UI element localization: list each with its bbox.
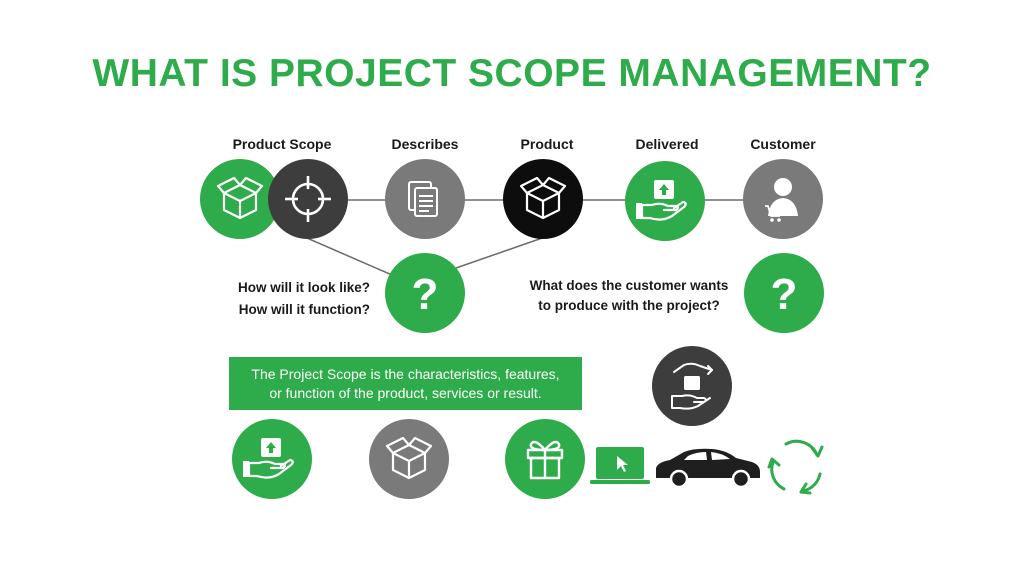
banner-line2: or function of the product, services or … <box>269 384 542 401</box>
question-look: How will it look like? How will it funct… <box>236 277 370 321</box>
laptop-icon <box>590 447 650 484</box>
customer-circle <box>743 159 823 239</box>
bottom-hand-circle <box>232 419 312 499</box>
label-describes: Describes <box>391 136 459 152</box>
question-icon: ? <box>412 270 439 319</box>
label-customer: Customer <box>750 136 816 152</box>
diagonal-line-left <box>299 234 393 276</box>
target-circle <box>268 159 348 239</box>
exchange-package-icon <box>671 362 713 410</box>
question-circle-customer: ? <box>744 253 824 333</box>
definition-banner: The Project Scope is the characteristics… <box>229 357 582 410</box>
delivered-circle <box>625 161 705 241</box>
customer-cart-icon <box>765 178 798 222</box>
product-scope-box-circle <box>200 159 280 239</box>
banner-line1: The Project Scope is the characteristics… <box>251 365 560 382</box>
box-icon <box>216 176 264 220</box>
hand-package-icon <box>636 180 687 221</box>
box-icon <box>519 176 567 220</box>
question-look-line1: How will it look like? <box>237 280 370 295</box>
hand-package-icon <box>243 438 294 479</box>
box-icon <box>385 436 433 480</box>
question-circle-look: ? <box>385 253 465 333</box>
question-customer-line2: to produce with the project? <box>538 298 720 313</box>
label-product: Product <box>520 136 574 152</box>
question-customer-line1: What does the customer wants <box>529 278 729 293</box>
question-look-line2: How will it function? <box>238 302 370 317</box>
question-customer: What does the customer wants to produce … <box>518 276 740 316</box>
describes-circle <box>385 159 465 239</box>
cycle-arrows-icon <box>767 439 824 495</box>
product-circle <box>503 159 583 239</box>
target-icon <box>285 176 331 222</box>
gift-icon <box>526 440 564 480</box>
exchange-circle <box>652 346 732 426</box>
documents-icon <box>408 181 438 217</box>
page-title: WHAT IS PROJECT SCOPE MANAGEMENT? <box>92 52 932 95</box>
question-icon: ? <box>771 270 798 319</box>
diagonal-line-right <box>455 235 549 269</box>
label-product-scope: Product Scope <box>232 136 332 152</box>
car-icon <box>656 448 760 489</box>
gift-circle <box>505 419 585 499</box>
bottom-box-circle <box>369 419 449 499</box>
label-delivered: Delivered <box>635 136 699 152</box>
